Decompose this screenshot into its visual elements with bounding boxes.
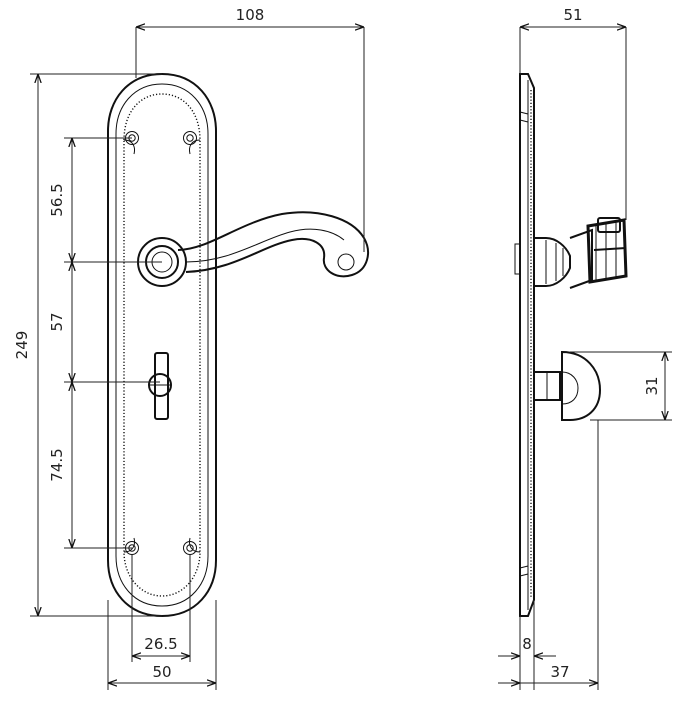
dim-hole-spacing-label: 26.5 [144, 635, 177, 653]
dimension-249: 249 [13, 74, 38, 616]
dimension-31: 31 [643, 352, 665, 420]
dim-overall-depth-label: 51 [563, 6, 582, 24]
front-view: 108 249 56.5 57 74.5 26.5 50 [13, 6, 369, 690]
dimension-26-5: 26.5 [132, 635, 190, 656]
dimension-57: 57 [48, 262, 72, 382]
dim-turn-height-label: 31 [643, 376, 661, 395]
dimension-56-5: 56.5 [48, 138, 72, 262]
dimension-74-5: 74.5 [48, 382, 72, 548]
lever-side-profile [533, 217, 628, 289]
lever-handle [137, 211, 369, 287]
dim-overall-width-label: 108 [236, 6, 265, 24]
dim-plate-thickness-label: 8 [522, 635, 532, 653]
dim-plate-width-label: 50 [152, 663, 171, 681]
screw-hole-bottom-right [183, 541, 197, 555]
dimension-50: 50 [108, 663, 216, 683]
privacy-turn-side [534, 350, 602, 421]
front-extension-lines [30, 27, 365, 690]
dimension-37: 37 [498, 663, 598, 683]
dimension-51: 51 [520, 6, 626, 27]
dimension-8: 8 [498, 635, 556, 656]
dim-top-hole-to-lever-label: 56.5 [48, 183, 66, 216]
privacy-turn-front [148, 352, 172, 420]
side-view: 51 31 8 37 [498, 6, 672, 690]
backplate-side [514, 73, 535, 617]
screw-hole-top-right [183, 131, 197, 145]
dim-turn-to-bottom-hole-label: 74.5 [48, 448, 66, 481]
dim-overall-height-label: 249 [13, 331, 31, 360]
dimension-108: 108 [136, 6, 364, 27]
backplate-front [107, 72, 217, 618]
dim-lever-to-turn-label: 57 [48, 312, 66, 331]
side-extension-lines [519, 27, 672, 690]
dim-turn-depth-label: 37 [550, 663, 569, 681]
